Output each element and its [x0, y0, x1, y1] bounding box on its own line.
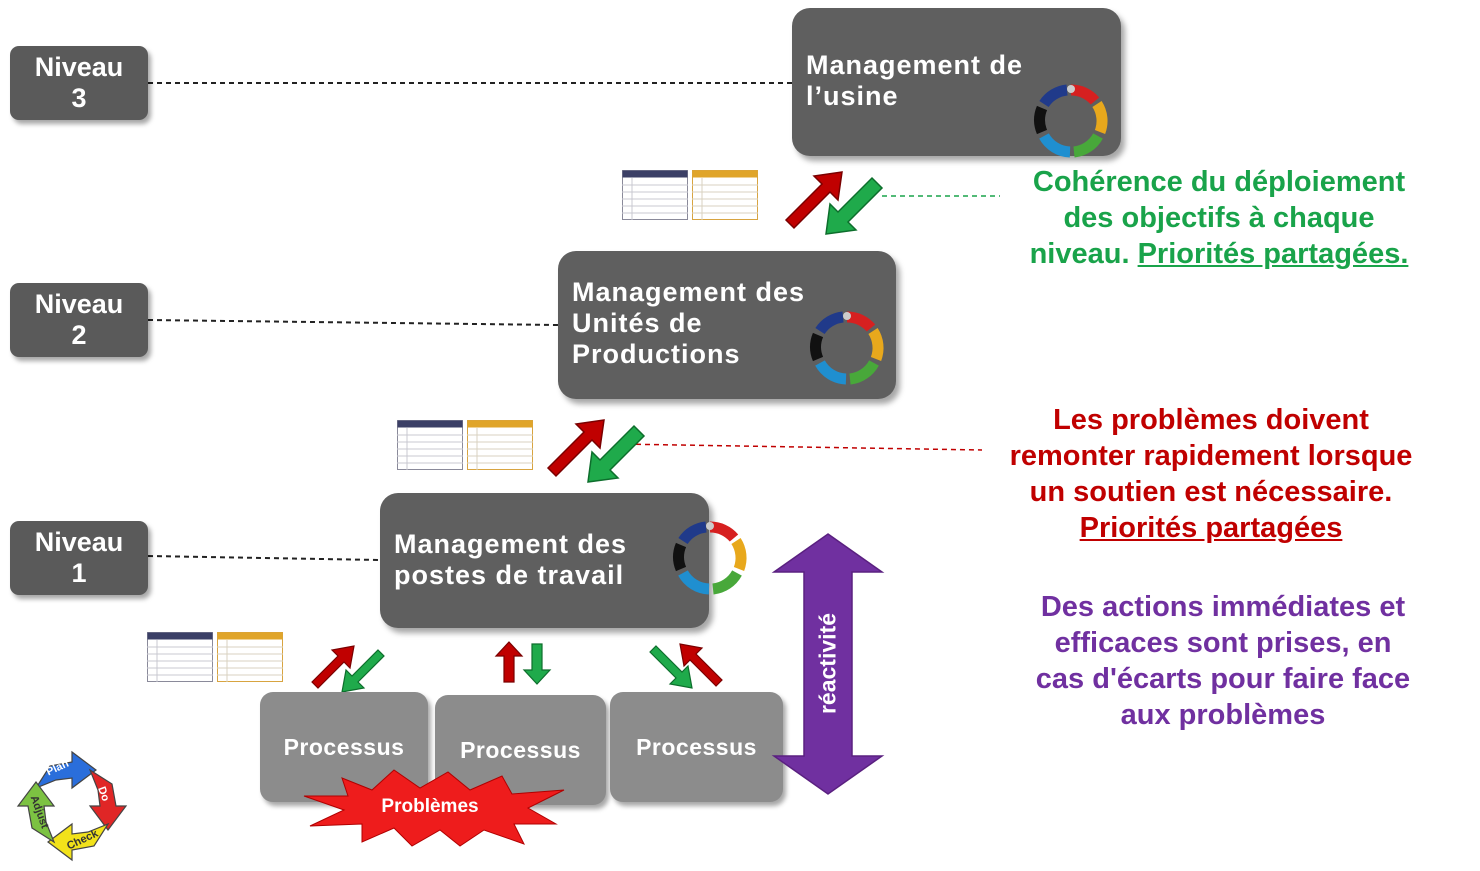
- note-green-line1: Cohérence du déploiement: [1032, 166, 1406, 198]
- arrow-down-green: [341, 649, 385, 693]
- reactivity-text: réactivité: [814, 613, 841, 715]
- arrow-up-red: [311, 645, 355, 689]
- note-green-line3-prefix: niveau.: [1029, 238, 1138, 270]
- management-workstations-line1: Management des: [394, 529, 628, 559]
- level-3-label: Niveau: [34, 52, 124, 82]
- problems-label: Problèmes: [381, 796, 479, 817]
- note-problems-escalation: Les problèmes doivent remonter rapidemen…: [968, 402, 1454, 546]
- process-label: Processus: [460, 736, 581, 763]
- arrow-up-red: [679, 643, 723, 687]
- board-icon: [397, 420, 463, 470]
- process-label: Processus: [636, 733, 757, 760]
- arrow-up-red: [494, 641, 524, 683]
- connector-level2: [147, 319, 559, 326]
- level-3-box: Niveau 3: [10, 46, 148, 120]
- level-2-number: 2: [71, 320, 87, 350]
- cycle-icon: [673, 521, 747, 595]
- note-deployment-coherence: Cohérence du déploiement des objectifs à…: [986, 164, 1452, 272]
- management-units-line2: Unités de: [572, 308, 703, 338]
- level-1-box: Niveau 1: [10, 521, 148, 595]
- reactivity-double-arrow: [771, 533, 885, 795]
- board-icon: [217, 632, 283, 682]
- arrow-down-green: [825, 176, 884, 235]
- level-1-number: 1: [71, 558, 87, 588]
- note-purple-line4: aux problèmes: [1120, 699, 1326, 731]
- note-red-shared-priorities: Priorités partagées: [1079, 512, 1343, 544]
- note-green-line3: niveau. Priorités partagées.: [986, 236, 1452, 272]
- note-purple-line1: Des actions immédiates et: [1040, 591, 1406, 623]
- management-plant-line1: Management de: [806, 50, 1024, 80]
- board-icon: [622, 170, 688, 220]
- problems-burst-icon: [303, 769, 565, 847]
- note-immediate-actions: Des actions immédiates et efficaces sont…: [986, 589, 1460, 733]
- board-icon: [692, 170, 758, 220]
- note-red-line2: remonter rapidement lorsque: [1009, 440, 1413, 472]
- management-workstations-box: Management des postes de travail: [380, 493, 709, 628]
- note-green-shared-priorities: Priorités partagées.: [1137, 238, 1409, 270]
- note-purple-line3: cas d'écarts pour faire face: [1035, 663, 1411, 695]
- management-units-line3: Productions: [572, 339, 741, 369]
- process-box-3: Processus: [610, 692, 783, 802]
- arrow-up-red: [784, 171, 843, 230]
- level-3-number: 3: [71, 83, 87, 113]
- note-green-line2: des objectifs à chaque: [1063, 202, 1375, 234]
- arrow-down-green: [522, 643, 552, 685]
- level-2-box: Niveau 2: [10, 283, 148, 357]
- pdca-cycle-icon: [16, 750, 128, 862]
- board-icon: [147, 632, 213, 682]
- connector-level1: [147, 555, 381, 561]
- arrow-up-red: [546, 419, 605, 478]
- note-purple-line2: efficaces sont prises, en: [1054, 627, 1392, 659]
- cycle-icon: [1034, 84, 1108, 158]
- level-1-label: Niveau: [34, 527, 124, 557]
- board-icon: [467, 420, 533, 470]
- arrow-down-green: [649, 645, 693, 689]
- note-red-line1: Les problèmes doivent: [1053, 404, 1369, 436]
- cycle-icon: [810, 311, 884, 385]
- management-plant-box: Management de l’usine: [792, 8, 1121, 156]
- management-units-line1: Management des: [572, 277, 806, 307]
- arrow-down-green: [587, 424, 646, 483]
- connector-red-note: [617, 443, 983, 451]
- level-2-label: Niveau: [34, 289, 124, 319]
- management-plant-line2: l’usine: [806, 81, 899, 111]
- note-red-line3: un soutien est nécessaire.: [1029, 476, 1393, 508]
- process-label: Processus: [283, 733, 405, 760]
- management-workstations-line2: postes de travail: [394, 560, 625, 590]
